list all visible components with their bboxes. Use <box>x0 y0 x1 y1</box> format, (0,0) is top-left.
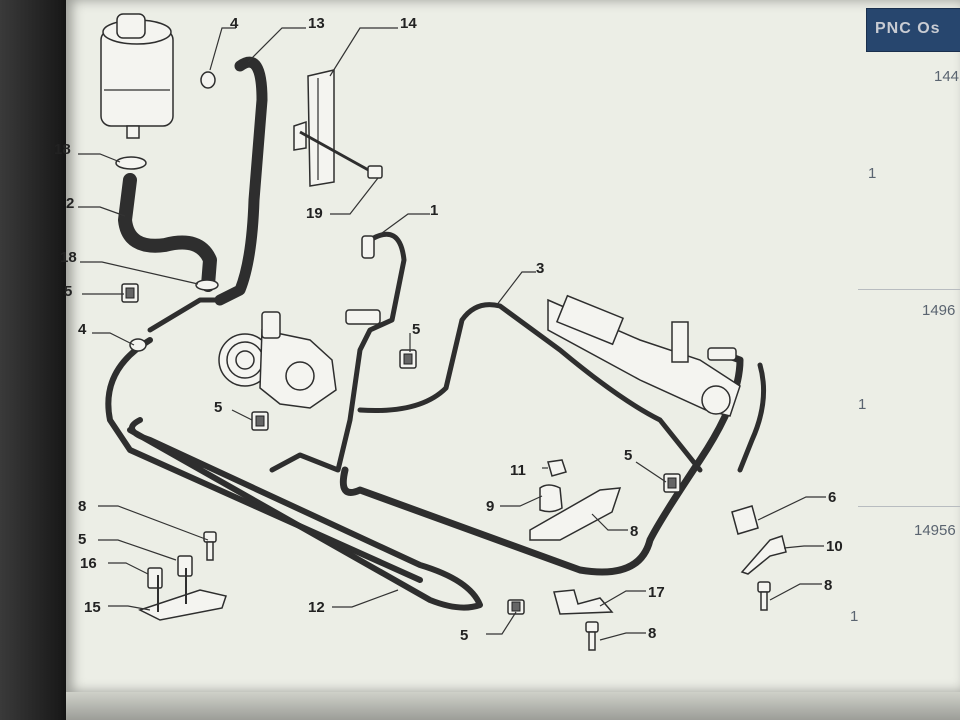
monitor-bottom-edge <box>66 692 960 720</box>
callout-6[interactable]: 6 <box>828 489 836 506</box>
leader-lines <box>78 27 826 641</box>
callout-2[interactable]: 2 <box>66 195 74 212</box>
qty-row-3: 1 <box>850 608 859 625</box>
callout-11[interactable]: 11 <box>510 462 526 479</box>
support-bracket[interactable] <box>740 535 787 575</box>
callout-1[interactable]: 1 <box>430 202 438 219</box>
hose-clip[interactable] <box>121 283 139 303</box>
callout-4[interactable]: 4 <box>230 15 239 32</box>
callout-18[interactable]: 18 <box>54 141 71 158</box>
nut[interactable] <box>547 459 567 477</box>
callout-8[interactable]: 8 <box>630 523 638 540</box>
hose-clamp[interactable] <box>115 156 147 170</box>
hose-clip[interactable] <box>251 411 269 431</box>
callout-13[interactable]: 13 <box>308 15 325 32</box>
callout-5[interactable]: 5 <box>214 399 222 416</box>
callout-5[interactable]: 5 <box>64 283 72 300</box>
callout-9[interactable]: 9 <box>486 498 494 515</box>
parts-diagram-screen <box>66 0 960 692</box>
pipe-clip[interactable] <box>731 505 759 535</box>
pressure-line[interactable] <box>269 231 407 473</box>
pnc-row-2[interactable]: 1496 <box>922 302 956 319</box>
callout-10[interactable]: 10 <box>826 538 843 555</box>
bolt[interactable] <box>203 531 217 561</box>
bolt[interactable] <box>585 621 599 651</box>
steering-pump[interactable] <box>218 311 337 409</box>
mounting-plate[interactable] <box>138 568 227 621</box>
return-line[interactable] <box>147 297 223 333</box>
callout-14[interactable]: 14 <box>400 15 417 32</box>
mounting-bracket[interactable] <box>293 69 335 187</box>
reservoir[interactable] <box>100 13 174 139</box>
pnc-column-header: PNC Os <box>866 8 960 52</box>
pressure-line[interactable] <box>357 302 703 473</box>
bolt[interactable] <box>299 130 383 179</box>
callout-8[interactable]: 8 <box>824 577 832 594</box>
pnc-header-label: PNC Os <box>875 20 941 37</box>
bolt[interactable] <box>757 581 771 611</box>
callout-5[interactable]: 5 <box>412 321 420 338</box>
pnc-row-3[interactable]: 14956 <box>914 522 956 539</box>
hose-clip[interactable] <box>399 349 417 369</box>
callout-17[interactable]: 17 <box>648 584 665 601</box>
qty-row-2: 1 <box>858 396 867 413</box>
pipe-bracket[interactable] <box>529 484 622 541</box>
callout-3[interactable]: 3 <box>536 260 544 277</box>
pnc-row-1[interactable]: 144 <box>934 68 960 85</box>
callout-4[interactable]: 4 <box>78 321 87 338</box>
hose-clip[interactable] <box>663 473 681 493</box>
hose-clip[interactable] <box>200 71 216 89</box>
pipe-bracket[interactable] <box>553 589 614 615</box>
hose-clip[interactable] <box>129 338 147 352</box>
callout-5[interactable]: 5 <box>78 531 86 548</box>
callout-5[interactable]: 5 <box>624 447 632 464</box>
callout-18[interactable]: 18 <box>60 249 77 266</box>
row-divider <box>858 289 960 290</box>
qty-row-1: 1 <box>868 165 877 182</box>
callout-19[interactable]: 19 <box>306 205 323 222</box>
callout-12[interactable]: 12 <box>308 599 325 616</box>
callout-8[interactable]: 8 <box>648 625 656 642</box>
steering-rack[interactable] <box>547 294 741 417</box>
callout-15[interactable]: 15 <box>84 599 101 616</box>
pressure-line[interactable] <box>737 362 767 473</box>
callout-8[interactable]: 8 <box>78 498 86 515</box>
suction-hose[interactable] <box>118 173 217 292</box>
callout-16[interactable]: 16 <box>80 555 97 572</box>
hose-clip[interactable] <box>507 599 525 615</box>
row-divider <box>858 506 960 507</box>
callout-5[interactable]: 5 <box>460 627 468 644</box>
hose-clamp[interactable] <box>195 279 219 291</box>
